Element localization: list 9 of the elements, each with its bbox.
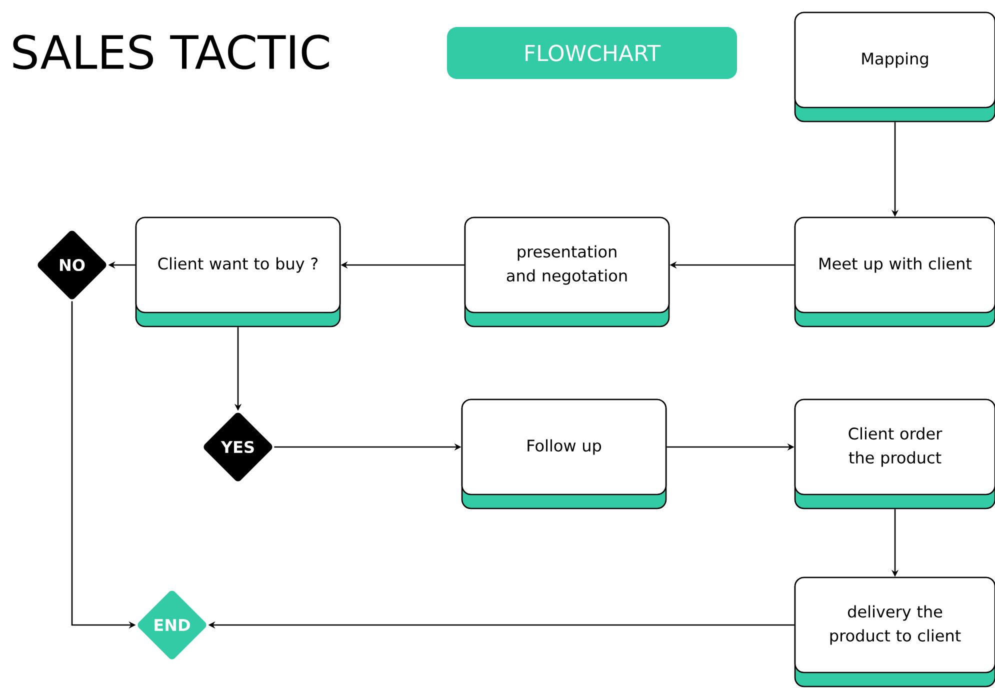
- process-box: presentation and negotation: [464, 216, 670, 328]
- process-box: Meet up with client: [794, 216, 995, 328]
- badge: FLOWCHART: [447, 27, 737, 79]
- process-box: Client want to buy ?: [135, 216, 341, 328]
- process-box: Follow up: [461, 398, 667, 510]
- process-box: Client order the product: [794, 398, 995, 510]
- title: SALES TACTIC: [13, 34, 329, 70]
- process-box: delivery the product to client: [794, 576, 995, 688]
- process-box: Mapping: [794, 12, 995, 122]
